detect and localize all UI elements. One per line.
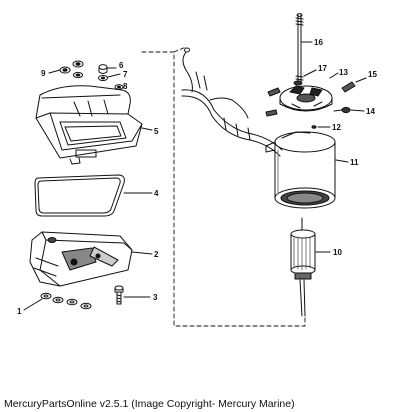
- callout-4: 4: [154, 189, 159, 198]
- callout-12: 12: [332, 123, 341, 132]
- callout-10: 10: [333, 248, 342, 257]
- callout-8: 8: [123, 82, 128, 91]
- dashed-assembly-outline: [141, 46, 306, 327]
- callout-6: 6: [119, 61, 124, 70]
- part-5-cover: [35, 85, 153, 165]
- copyright-footer: MercuryPartsOnline v2.5.1 (Image Copyrig…: [4, 398, 295, 410]
- part-14-screw: [333, 106, 365, 114]
- part-2-base-housing: [29, 231, 153, 287]
- callout-2: 2: [154, 250, 159, 259]
- callout-17: 17: [318, 64, 327, 73]
- part-9-washers: [48, 60, 84, 79]
- part-1-washers: [23, 292, 92, 311]
- callout-16: 16: [314, 38, 323, 47]
- callout-14: 14: [366, 107, 375, 116]
- brush-left: [265, 87, 281, 117]
- callout-15: 15: [368, 70, 377, 79]
- callout-3: 3: [153, 293, 158, 302]
- part-3-screw: [114, 285, 151, 305]
- part-10-armature: [290, 217, 331, 317]
- callout-1: 1: [17, 307, 22, 316]
- part-11-motor-housing: [265, 131, 349, 209]
- part-13-brush-plate: [279, 72, 339, 112]
- part-15-brush: [341, 77, 367, 93]
- part-6-knob: [98, 64, 117, 74]
- callout-5: 5: [154, 127, 159, 136]
- callout-7: 7: [123, 70, 128, 79]
- part-12-washer: [311, 125, 331, 129]
- part-7-nut: [98, 73, 121, 81]
- part-16-tie-rod: [295, 13, 313, 85]
- callout-labels: 1 2 3 4 5 6 7 8 9 10 11 12 13 14 15 16 1…: [17, 38, 377, 316]
- part-8-washer: [114, 84, 124, 90]
- callout-11: 11: [350, 158, 359, 167]
- part-17-washer: [293, 69, 317, 86]
- callout-9: 9: [41, 69, 46, 78]
- wiring-harness: [181, 47, 283, 157]
- part-4-gasket: [34, 174, 153, 217]
- callout-13: 13: [339, 68, 348, 77]
